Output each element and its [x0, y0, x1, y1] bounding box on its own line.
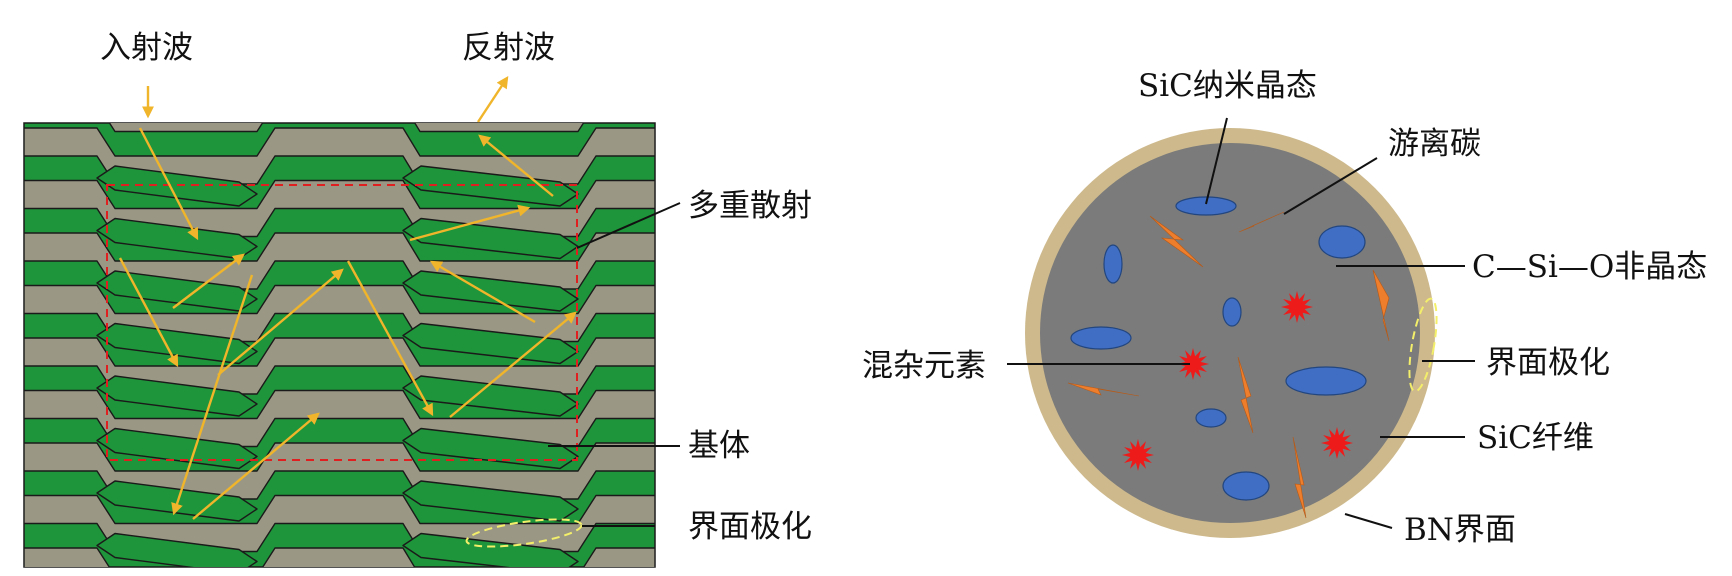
scatter-arrow	[118, 257, 179, 368]
warp-yarn	[96, 322, 258, 365]
sic-grain	[1175, 196, 1237, 216]
wave-arrows	[118, 75, 577, 520]
sic-nanocrystal-label: SiC纳米晶态	[1138, 68, 1317, 104]
impurity-star	[1321, 427, 1353, 459]
leader-sic-nanocrystal	[1205, 117, 1228, 205]
woven-composite-panel	[23, 122, 656, 568]
free-carbon-flakes	[1067, 211, 1390, 519]
sic-fiber-cross-section	[1025, 128, 1438, 538]
scatter-arrow	[192, 412, 320, 520]
scatter-arrow	[478, 134, 554, 197]
sic-grain	[1103, 244, 1123, 284]
interface-polarization-marker-right	[1408, 297, 1438, 393]
reflected-arrow	[476, 75, 509, 123]
bn-interface-label: BN界面	[1404, 512, 1516, 548]
leader-free-carbon	[1283, 157, 1378, 215]
carbon-flake	[1292, 436, 1307, 519]
leader-bn-interface	[1344, 513, 1393, 529]
warp-yarn	[402, 270, 579, 312]
weft-fiber-strip	[108, 123, 585, 133]
amorphous-phase-label: C—Si—O非晶态	[1472, 249, 1707, 285]
carbon-flake	[1237, 356, 1254, 434]
impurity-star	[1122, 439, 1154, 471]
incident-wave-label: 入射波	[100, 30, 193, 66]
carbon-flake	[1149, 215, 1204, 268]
interface-polarization-label-left: 界面极化	[688, 509, 812, 545]
woven-fiber-layers	[24, 123, 655, 567]
sic-nanocrystals	[1070, 196, 1367, 501]
warp-yarn	[96, 427, 258, 470]
right-leader-lines	[1007, 117, 1475, 529]
impurity-star	[1177, 348, 1209, 380]
sic-grain	[1222, 471, 1270, 501]
reflected-wave-label: 反射波	[462, 30, 555, 66]
warp-yarn	[96, 375, 258, 417]
free-carbon-label: 游离碳	[1388, 126, 1481, 162]
warp-yarn	[402, 480, 579, 522]
scatter-arrow	[171, 274, 254, 516]
left-labels: 入射波 反射波 多重散射 基体 界面极化	[100, 30, 812, 545]
warp-yarn	[96, 270, 258, 312]
sic-grain	[1222, 297, 1242, 327]
right-labels: SiC纳米晶态 游离碳 C—Si—O非晶态 混杂元素 界面极化 SiC纤维 BN…	[862, 68, 1707, 548]
warp-yarn	[96, 532, 258, 567]
left-leader-lines	[548, 202, 681, 527]
sic-grain	[1318, 225, 1366, 259]
multiple-scattering-label: 多重散射	[688, 188, 812, 224]
warp-yarn	[402, 427, 579, 470]
multiple-scattering-region	[106, 184, 578, 461]
interface-polarization-marker	[465, 518, 583, 548]
interface-polarization-label-right: 界面极化	[1486, 345, 1610, 381]
sic-grain	[1195, 408, 1227, 428]
carbon-flake	[1067, 382, 1140, 397]
matrix-label: 基体	[688, 428, 750, 464]
scatter-arrow	[172, 253, 245, 309]
warp-yarn	[96, 217, 258, 260]
impurity-elements-label: 混杂元素	[862, 348, 986, 384]
scatter-arrow	[217, 268, 344, 376]
impurity-star	[1281, 291, 1313, 323]
warp-yarn	[402, 532, 579, 567]
scatter-arrow	[409, 204, 531, 242]
scatter-arrow	[429, 260, 536, 324]
scatter-arrow	[138, 127, 199, 241]
impurity-elements	[1122, 291, 1353, 471]
carbon-flake	[1238, 211, 1285, 233]
scatter-arrow	[449, 311, 577, 418]
leader-multiple-scattering	[576, 202, 681, 249]
sic-fiber-label: SiC纤维	[1477, 420, 1594, 456]
scatter-arrow	[346, 260, 434, 417]
carbon-flake	[1372, 269, 1390, 342]
sic-grain	[1285, 366, 1367, 396]
weft-fiber-strip	[24, 547, 655, 567]
sic-grain	[1070, 326, 1132, 350]
